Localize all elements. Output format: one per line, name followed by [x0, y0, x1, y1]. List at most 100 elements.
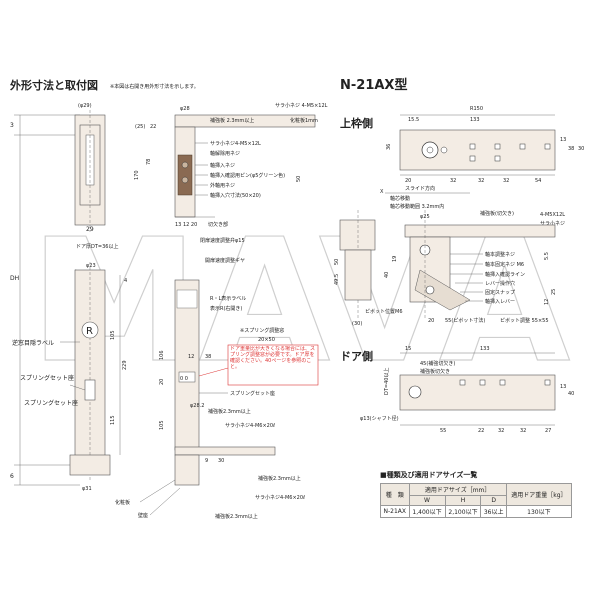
bracket-plate: 補強板 2.3mm以上 [210, 117, 254, 124]
axis-pin: 軸挿入確認用ピン(φ5グリーン色) [210, 172, 285, 179]
pivot-mechanism: X スライド方向 軸芯移動 軸芯移動範囲 3.2mm内 φ25 補強板(切欠き)… [334, 185, 565, 327]
d-133: 133 [480, 346, 490, 352]
dim-r13: 13 [560, 137, 566, 143]
door-side-view: 15 133 45(補強切欠き) 補強板切欠き DT=40以上 13 40 φ1… [360, 346, 574, 434]
dim-phi29: (φ29) [78, 103, 92, 109]
r-5: 5.5 [544, 252, 550, 260]
dim-6: 6 [10, 473, 14, 480]
outer-screw: 外軸用ネジ [210, 182, 235, 189]
dim-phi28: φ28 [180, 106, 190, 112]
dim-78: 78 [146, 159, 152, 165]
window-size: 20×50 [258, 337, 275, 343]
slide-dir: スライド方向 [405, 185, 435, 192]
dim-105a: 105 [110, 330, 116, 340]
dim-door-thickness: ドア厚DT=36以上 [76, 243, 118, 250]
d-32b: 32 [520, 428, 526, 434]
dim-r30: 30 [578, 146, 584, 152]
dim-22: 22 [150, 124, 156, 130]
d-40: 40 [568, 391, 574, 397]
dim-x: X [380, 189, 384, 195]
row-h: 2,100以下 [444, 505, 482, 518]
col-w: W [408, 495, 446, 506]
axis-hole: 軸挿入穴寸法(50×20) [210, 192, 261, 199]
bracket-plate-4: 補強板2.3mm以上 [215, 513, 258, 520]
col-weight: 適用ドア重量［kg］ [505, 483, 573, 506]
door-side-label: ドア側 [340, 349, 373, 363]
flat-screw-mid: サラ小ネジ4-M5×12L [210, 140, 261, 147]
r-25: 25 [551, 289, 557, 295]
axis-lever: 軸挿入レバー [485, 298, 515, 305]
dim-r32c: 32 [503, 178, 509, 184]
dim-r15-5: 15.5 [408, 117, 419, 123]
dim-phi23: φ23 [86, 263, 96, 269]
dim-r32b: 32 [478, 178, 484, 184]
axis-fix-screw: 軸本固定ネジ M6 [485, 261, 524, 268]
pivot-seat: ピボット調整 55×55 [500, 317, 549, 324]
d-13: 13 [560, 384, 566, 390]
spring-seat-label2: スプリングセット座 [24, 399, 78, 407]
flat-screw-top: サラ小ネジ 4-M5×12L [275, 102, 328, 109]
row-weight: 130以下 [505, 505, 573, 518]
d-15: 15 [405, 346, 411, 352]
r-49-5: 49.5 [334, 274, 340, 285]
dim-50: 50 [296, 176, 302, 182]
r-12: 12 [544, 299, 550, 305]
d-32a: 32 [498, 428, 504, 434]
dim-20: 20 [159, 379, 165, 385]
dim-13-12-20: 13 12 20 [175, 222, 197, 228]
d-27: 27 [545, 428, 551, 434]
closing-speed-valve: 閉扉速度調整弁φ15 [200, 237, 245, 244]
spring-window: ※スプリング調整窓 [240, 327, 284, 334]
dim-115: 115 [110, 415, 116, 425]
axis-guide: 軸挿入確認ライン [485, 271, 525, 278]
dim-106: 106 [159, 350, 165, 360]
shaft-dia: φ13(シャフト径) [360, 415, 399, 422]
flat-screw-r: 4-M5X12L [540, 212, 565, 218]
red-note: ドア重量比が大きくなる場合には、スプリング調整窓が必要です。ドア厚を確認ください… [198, 344, 319, 386]
overall-height-dims: 3 DH 6 [10, 114, 80, 486]
dim-4: 4 [124, 278, 127, 284]
dim-12: 12 [188, 354, 194, 360]
flat-screw-r2: サラ小ネジ [540, 220, 565, 227]
table-row: N-21AX 1,400以下 2,100以下 36以上 130以下 [380, 505, 573, 518]
row-w: 1,400以下 [408, 505, 446, 518]
top-closer-side-view: (φ29) 29 [74, 103, 106, 233]
dim-r32a: 32 [450, 178, 456, 184]
dim-229: 229 [122, 360, 128, 370]
opening-speed-gear: 開扉速度調整ギヤ [205, 257, 245, 264]
wall-label: 壁座 [138, 512, 148, 519]
dim-3: 3 [10, 122, 14, 129]
lower-detail: 閉扉速度調整弁φ15 開扉速度調整ギヤ R・L表示ラベル 表示R(右開き) ※ス… [115, 237, 305, 520]
pivot-hole: ピボット位置M6 [365, 308, 403, 315]
flat-screw-low: サラ小ネジ4-M6×20ℓ [225, 422, 275, 429]
cosmetic-plate: 化粧板1mm [290, 117, 318, 124]
d-45: 45(補強切欠き) [420, 360, 455, 367]
door-size-table-section: ■種類及び適用ドアサイズ一覧 種 類 適用ドアサイズ［mm］ 適用ドア重量［kg… [380, 470, 573, 518]
dim-170: 170 [134, 170, 140, 180]
dim-r54: 54 [535, 178, 541, 184]
r-19: 19 [392, 256, 398, 262]
axis-release-screw: 軸解除用ネジ [210, 150, 240, 157]
d-22: 22 [478, 428, 484, 434]
axis-in-screw: 軸挿入ネジ [210, 162, 235, 169]
r-55: 55(ピボット寸法) [445, 317, 485, 324]
display-r: 表示R(右開き) [210, 305, 242, 312]
oo-mark: 0 0 [180, 376, 188, 382]
r-20: 20 [428, 318, 434, 324]
r-mark: R [86, 326, 93, 337]
r-50: 50 [334, 259, 340, 265]
left-title: 外形寸法と取付図 [9, 78, 98, 92]
upper-frame-label: 上枠側 [340, 116, 373, 130]
spring-seat-note: スプリングセット座 [230, 390, 275, 397]
door-label: 逆窓目隠ラベル [12, 339, 54, 347]
bracket-plate-2: 補強板2.3mm以上 [208, 408, 251, 415]
cosmetic-label: 化粧板 [115, 499, 130, 506]
col-h: H [444, 495, 482, 506]
axis-adjust-screw: 軸本調整ネジ [485, 251, 515, 258]
dim-105b: 105 [159, 420, 165, 430]
upper-frame-view: R150 15.5 133 36 13 38 30 20 32 32 32 54 [386, 106, 584, 184]
d-55a: 55 [440, 428, 446, 434]
reinforce-cut: 補強板(切欠き) [480, 210, 514, 217]
